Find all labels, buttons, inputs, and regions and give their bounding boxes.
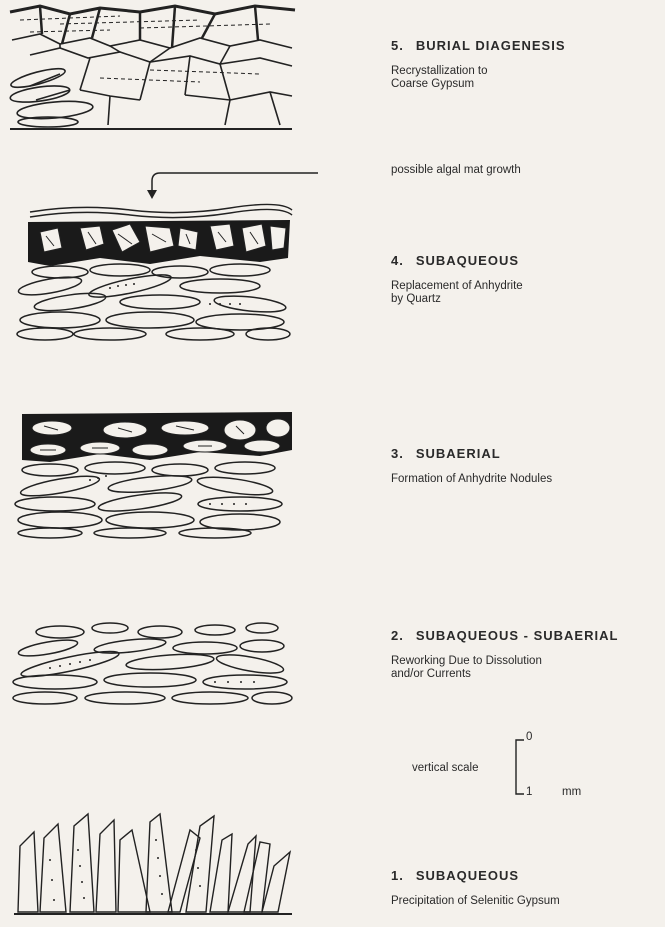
stage-4-description: Replacement of Anhydrite by Quartz	[391, 280, 523, 306]
stage-2-sketch	[0, 618, 310, 713]
stage-2-number: 2.	[391, 628, 404, 643]
stage-1-name: SUBAQUEOUS	[416, 868, 519, 883]
stage-5-description: Recrystallization to Coarse Gypsum	[391, 65, 566, 91]
stage-2-label: 2. SUBAQUEOUS - SUBAERIAL Reworking Due t…	[391, 628, 618, 681]
stage-4-name: SUBAQUEOUS	[416, 253, 519, 268]
stage-3-description: Formation of Anhydrite Nodules	[391, 473, 552, 486]
stage-2-description: Reworking Due to Dissolution and/or Curr…	[391, 655, 618, 681]
stage-2-title: 2. SUBAQUEOUS - SUBAERIAL	[391, 628, 618, 643]
stage-5-title: 5. BURIAL DIAGENESIS	[391, 38, 566, 53]
vertical-scale-bar	[512, 738, 526, 796]
stage-5-number: 5.	[391, 38, 404, 53]
vertical-scale-unit: mm	[562, 786, 581, 798]
stage-3-label: 3. SUBAERIAL Formation of Anhydrite Nodul…	[391, 446, 552, 486]
vertical-scale-label: vertical scale	[412, 762, 478, 774]
stage-1-title: 1. SUBAQUEOUS	[391, 868, 560, 883]
stage-1-label: 1. SUBAQUEOUS Precipitation of Selenitic …	[391, 868, 560, 908]
vertical-scale-top: 0	[526, 731, 532, 743]
stage-3-sketch	[0, 410, 310, 540]
stage-4-number: 4.	[391, 253, 404, 268]
stage-4-sketch	[0, 200, 310, 345]
vertical-scale-bottom: 1	[526, 786, 532, 798]
stage-4-label: 4. SUBAQUEOUS Replacement of Anhydrite by…	[391, 253, 523, 306]
annotation-arrow	[0, 165, 330, 205]
stage-1-number: 1.	[391, 868, 404, 883]
stage-3-name: SUBAERIAL	[416, 446, 501, 461]
stage-4-title: 4. SUBAQUEOUS	[391, 253, 523, 268]
stage-3-number: 3.	[391, 446, 404, 461]
stage-5-name: BURIAL DIAGENESIS	[416, 38, 566, 53]
stage-2-name: SUBAQUEOUS - SUBAERIAL	[416, 628, 619, 643]
stage-3-title: 3. SUBAERIAL	[391, 446, 552, 461]
algal-mat-annotation: possible algal mat growth	[391, 164, 521, 176]
stage-5-sketch	[0, 0, 310, 135]
stage-1-description: Precipitation of Selenitic Gypsum	[391, 895, 560, 908]
stage-1-sketch	[0, 810, 310, 920]
stage-5-label: 5. BURIAL DIAGENESIS Recrystallization to…	[391, 38, 566, 91]
